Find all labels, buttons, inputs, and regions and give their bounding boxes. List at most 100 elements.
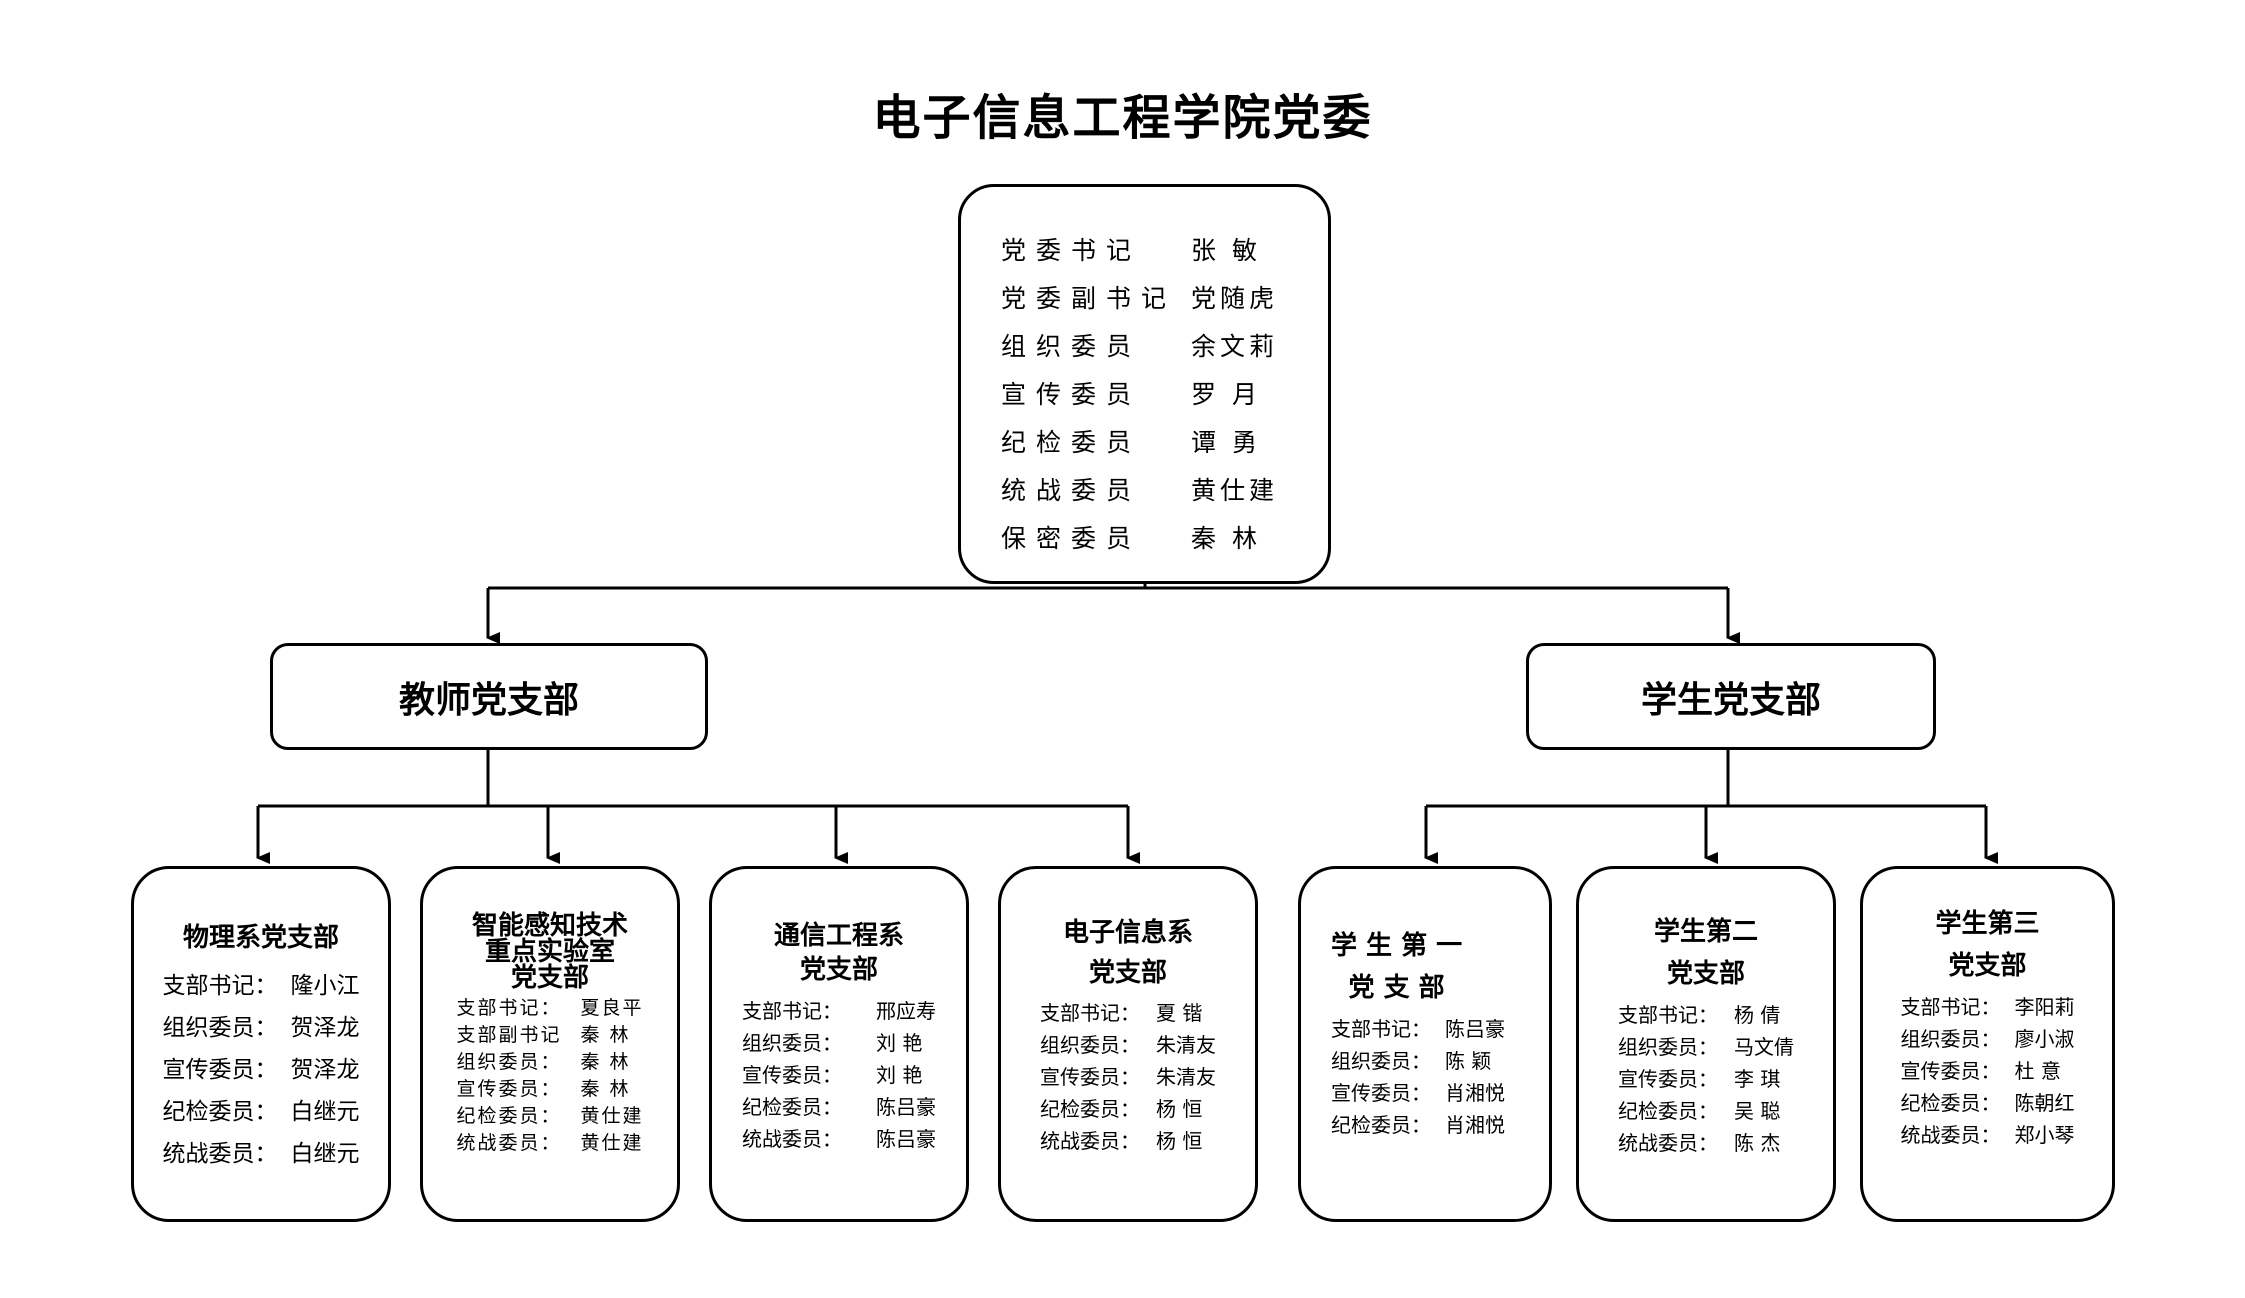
member-name: 肖湘悦: [1445, 1113, 1505, 1137]
committee-role: 组织委员: [1001, 332, 1142, 361]
page-title: 电子信息工程学院党委: [872, 90, 1373, 146]
unit-member-row: 纪检委员：黄仕建: [456, 1103, 643, 1130]
member-role: 支部书记：: [162, 973, 278, 999]
unit-title: 智能感知技术 重点实验室 党支部: [471, 911, 628, 993]
member-name: 夏良平: [580, 997, 644, 1019]
unit-box-student-2: 学生第二 党支部支部书记：杨 倩组织委员：马文倩宣传委员：李 琪纪检委员：吴 聪…: [1576, 866, 1836, 1222]
committee-role: 纪检委员: [1001, 428, 1142, 457]
member-name: 陈吕豪: [876, 1095, 936, 1119]
committee-row: 组织委员余文莉: [1001, 321, 1328, 369]
committee-role: 党委书记: [1001, 236, 1142, 265]
unit-box-sensing-lab: 智能感知技术 重点实验室 党支部支部书记：夏良平支部副书记秦 林组织委员：秦 林…: [420, 866, 680, 1222]
member-name: 朱清友: [1156, 1065, 1216, 1089]
committee-name: 黄仕建: [1191, 476, 1279, 505]
unit-member-list: 支部书记：李阳莉组织委员：廖小淑宣传委员：杜 意纪检委员：陈朝红统战委员：郑小琴: [1901, 991, 2075, 1151]
unit-member-row: 统战委员： 陈 杰: [1618, 1127, 1794, 1159]
unit-member-row: 组织委员：朱清友: [1040, 1029, 1216, 1061]
member-role: 统战委员：: [162, 1141, 278, 1167]
teacher-branch-box: 教师党支部: [270, 643, 708, 750]
member-name: 陈 杰: [1734, 1131, 1781, 1155]
member-role: 支部副书记: [456, 1024, 562, 1046]
member-role: 组织委员：: [162, 1015, 278, 1041]
member-role: 支部书记：: [456, 997, 562, 1019]
member-name: 杨 倩: [1734, 1003, 1781, 1027]
member-name: 陈 颖: [1445, 1049, 1492, 1073]
member-role: 宣传委员：: [456, 1078, 562, 1100]
member-role: 支部书记：: [742, 999, 842, 1023]
member-role: 统战委员：: [1618, 1131, 1718, 1155]
member-name: 秦 林: [580, 1078, 631, 1100]
student-branch-box: 学生党支部: [1526, 643, 1936, 750]
committee-row: 纪检委员 谭 勇: [1001, 417, 1328, 465]
member-name: 郑小琴: [2014, 1123, 2075, 1147]
member-role: 统战委员：: [1900, 1123, 2001, 1147]
unit-title: 学生第三 党支部: [1935, 909, 2040, 981]
unit-member-row: 支部书记：杨 倩: [1618, 999, 1794, 1031]
unit-title: 通信工程系 党支部: [773, 921, 904, 985]
committee-name: 罗 月: [1191, 380, 1261, 409]
member-role: 宣传委员：: [1040, 1065, 1140, 1089]
unit-member-row: 支部书记：李阳莉: [1901, 991, 2075, 1023]
unit-member-row: 组织委员：刘 艳: [742, 1027, 936, 1059]
member-name: 贺泽龙: [290, 1015, 360, 1041]
member-name: 刘 艳: [876, 1063, 923, 1087]
committee-name: 谭 勇: [1191, 428, 1261, 457]
unit-member-row: 支部副书记秦 林: [456, 1022, 643, 1049]
unit-member-row: 宣传委员： 秦 林: [456, 1076, 643, 1103]
member-name: 白继元: [290, 1141, 360, 1167]
member-name: 肖湘悦: [1445, 1081, 1505, 1105]
unit-box-communication: 通信工程系 党支部支部书记：邢应寿组织委员：刘 艳宣传委员：刘 艳纪检委员：陈吕…: [709, 866, 969, 1222]
member-role: 支部书记：: [1040, 1001, 1140, 1025]
member-role: 宣传委员：: [1331, 1081, 1431, 1105]
unit-box-electronic-info: 电子信息系 党支部支部书记：夏 锴组织委员：朱清友宣传委员：朱清友纪检委员：杨 …: [998, 866, 1258, 1222]
unit-member-row: 宣传委员： 朱清友: [1040, 1061, 1216, 1093]
member-name: 杨 恒: [1156, 1097, 1203, 1121]
unit-member-row: 组织委员： 秦 林: [456, 1049, 643, 1076]
member-name: 马文倩: [1734, 1035, 1794, 1059]
unit-member-list: 支部书记：夏 锴组织委员：朱清友宣传委员：朱清友纪检委员：杨 恒统战委员：杨 恒: [1040, 997, 1216, 1157]
unit-member-row: 支部书记： 夏良平: [456, 995, 643, 1022]
unit-member-row: 统战委员：陈吕豪: [742, 1123, 936, 1155]
committee-row: 宣传委员罗 月: [1001, 369, 1328, 417]
member-name: 隆小江: [290, 973, 360, 999]
member-name: 杜 意: [2014, 1059, 2061, 1083]
committee-row: 党委书记 张 敏: [1001, 225, 1328, 273]
member-name: 杨 恒: [1156, 1129, 1203, 1153]
unit-title: 电子信息系 党支部: [1062, 918, 1193, 988]
unit-member-row: 组织委员： 贺泽龙: [163, 1007, 360, 1049]
member-role: 纪检委员：: [1331, 1113, 1431, 1137]
member-role: 纪检委员：: [162, 1099, 278, 1125]
unit-title: 物理系党支部: [182, 923, 339, 953]
member-name: 廖小淑: [2014, 1027, 2075, 1051]
unit-member-row: 纪检委员： 杨 恒: [1040, 1093, 1216, 1125]
unit-member-row: 纪检委员： 肖湘悦: [1331, 1109, 1505, 1141]
member-name: 刘 艳: [876, 1031, 923, 1055]
member-role: 组织委员：: [1331, 1049, 1431, 1073]
unit-member-row: 支部书记： 邢应寿: [742, 995, 936, 1027]
member-role: 纪检委员：: [1040, 1097, 1140, 1121]
member-role: 纪检委员：: [1618, 1099, 1718, 1123]
member-name: 邢应寿: [876, 999, 936, 1023]
member-role: 支部书记：: [1900, 995, 2001, 1019]
member-role: 组织委员：: [456, 1051, 562, 1073]
unit-member-row: 纪检委员：白继元: [163, 1091, 360, 1133]
member-role: 组织委员：: [1900, 1027, 2001, 1051]
committee-name: 张 敏: [1191, 236, 1261, 265]
member-name: 贺泽龙: [290, 1057, 360, 1083]
unit-member-row: 统战委员： 白继元: [163, 1133, 360, 1175]
committee-name: 党随虎: [1191, 284, 1279, 313]
unit-box-student-3: 学生第三 党支部支部书记：李阳莉组织委员：廖小淑宣传委员：杜 意纪检委员：陈朝红…: [1860, 866, 2115, 1222]
member-name: 陈吕豪: [876, 1127, 936, 1151]
committee-role: 保密委员: [1001, 524, 1142, 553]
committee-row: 统战委员黄仕建: [1001, 465, 1328, 513]
unit-member-row: 组织委员：马文倩: [1618, 1031, 1794, 1063]
unit-member-list: 支部书记： 隆小江组织委员： 贺泽龙宣传委员： 贺泽龙纪检委员：白继元统战委员： 白继元: [163, 965, 360, 1175]
member-role: 统战委员：: [456, 1132, 562, 1154]
member-role: 宣传委员：: [1900, 1059, 2001, 1083]
member-name: 秦 林: [580, 1051, 631, 1073]
unit-member-row: 支部书记： 隆小江: [163, 965, 360, 1007]
unit-box-physics: 物理系党支部支部书记：隆小江组织委员：贺泽龙宣传委员：贺泽龙纪检委员：白继元统战…: [131, 866, 391, 1222]
committee-row: 党委副书记党随虎: [1001, 273, 1328, 321]
member-role: 宣传委员：: [162, 1057, 278, 1083]
